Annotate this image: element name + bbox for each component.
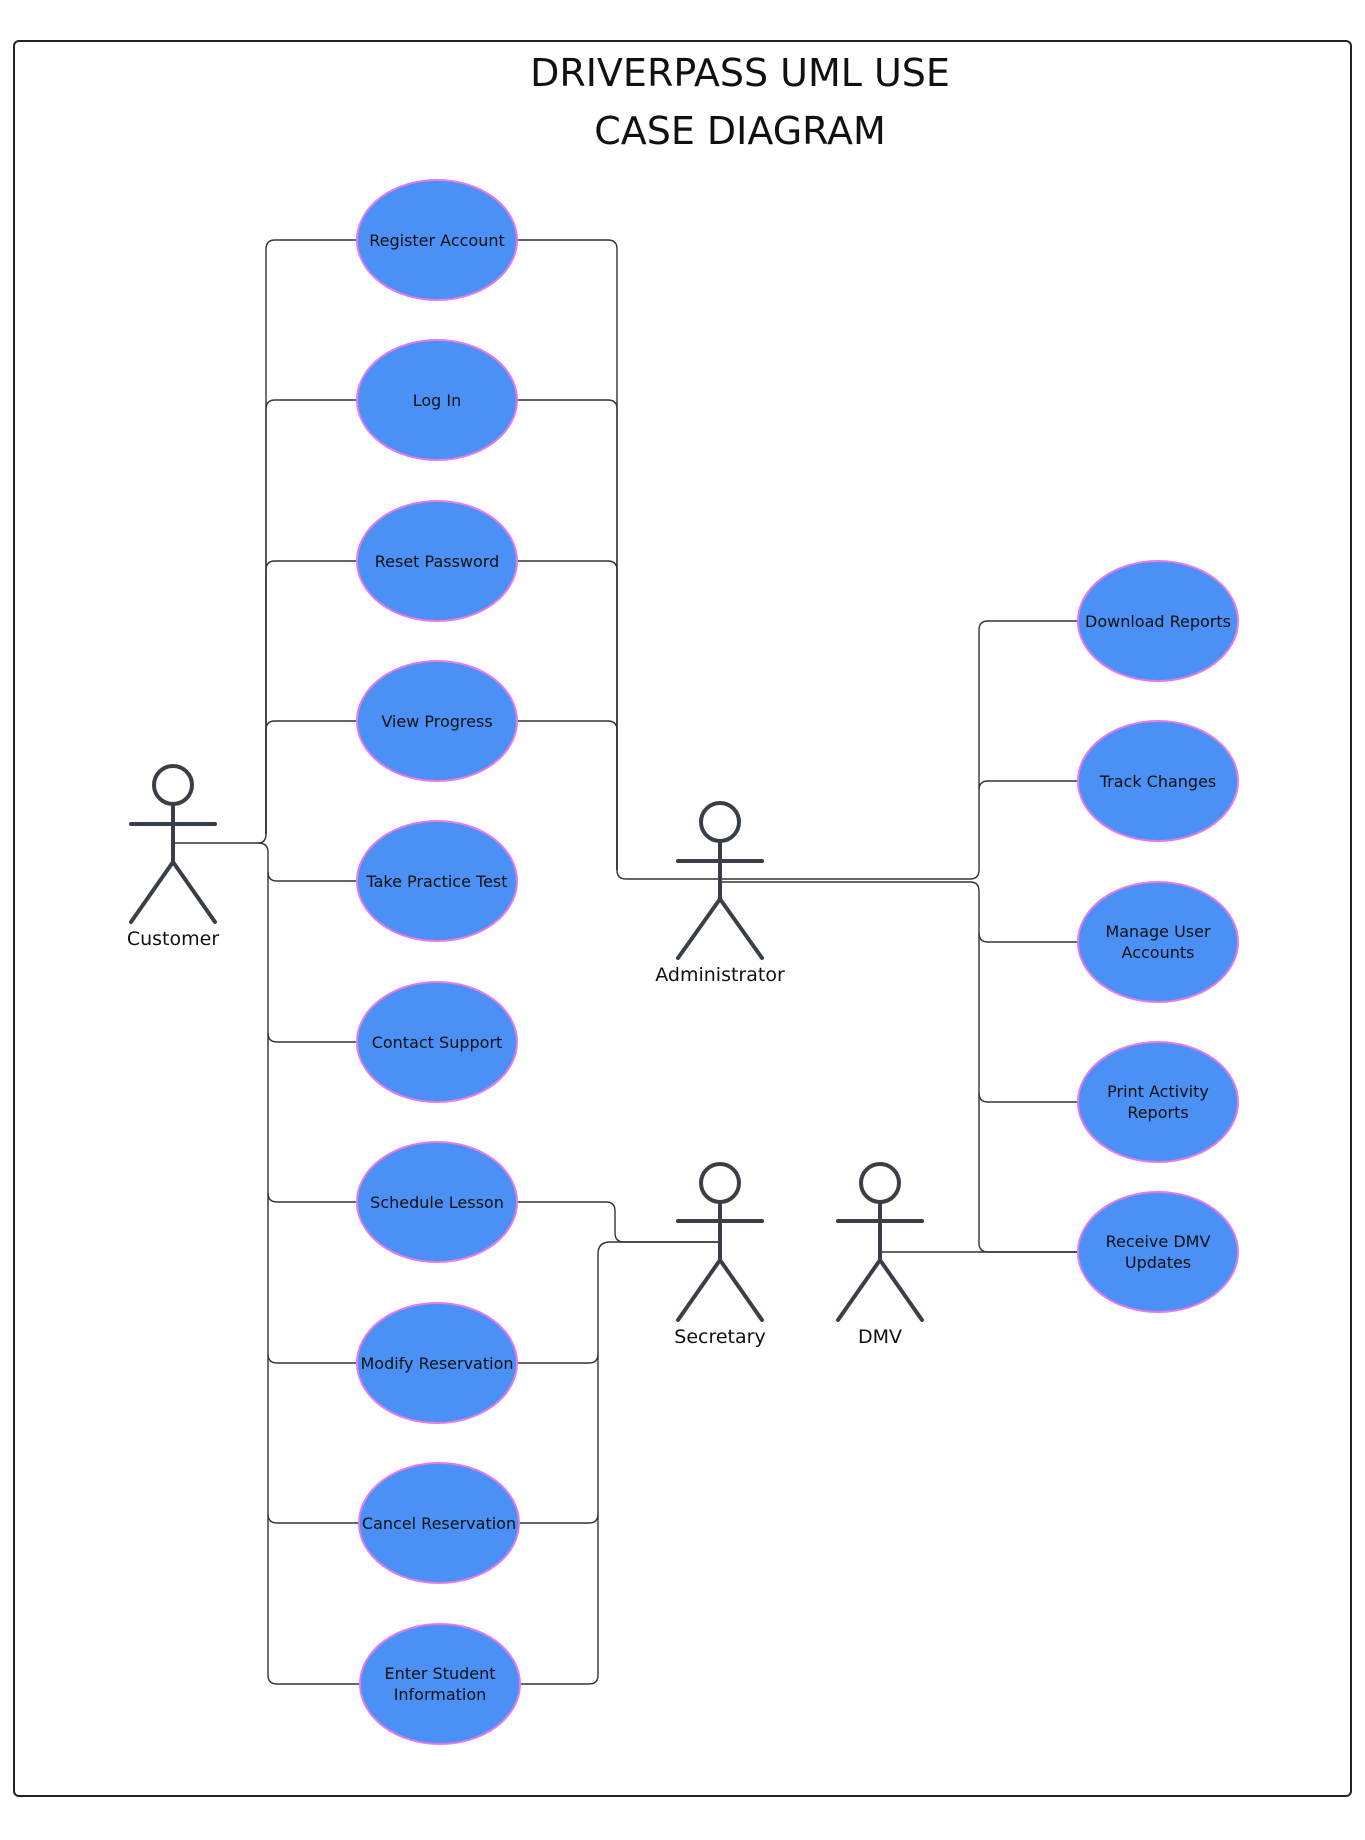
use-case-reset-password[interactable]	[356, 500, 518, 622]
admin-to-progress	[516, 720, 618, 870]
label-print-activity-reports-2: Reports	[1127, 1103, 1188, 1122]
label-receive-dmv-updates-2: Updates	[1125, 1253, 1191, 1272]
secretary-to-cancel	[518, 1354, 599, 1524]
label-print-activity-reports-1: Print Activity	[1107, 1082, 1209, 1101]
label-receive-dmv-updates-1: Receive DMV	[1106, 1232, 1211, 1251]
admin-to-print	[978, 933, 1078, 1103]
use-case-cancel-reservation[interactable]	[358, 1462, 520, 1584]
actor-secretary-label: Secretary	[674, 1326, 765, 1348]
actor-secretary-figure[interactable]	[676, 1162, 764, 1322]
admin-to-register	[516, 239, 720, 880]
admin-to-manage	[720, 881, 1078, 943]
label-cancel-reservation: Cancel Reservation	[362, 1514, 516, 1533]
use-cases	[356, 179, 1239, 1745]
actors	[129, 764, 924, 1322]
association-lines	[172, 239, 1078, 1685]
use-case-modify-reservation[interactable]	[356, 1302, 518, 1424]
label-manage-user-accounts-2: Accounts	[1122, 943, 1195, 962]
label-modify-reservation: Modify Reservation	[360, 1354, 513, 1373]
use-case-log-in[interactable]	[356, 339, 518, 461]
admin-to-login	[516, 399, 618, 870]
label-take-practice-test: Take Practice Test	[365, 872, 507, 891]
customer-to-reset	[265, 560, 358, 834]
secretary-to-modify	[516, 1241, 720, 1364]
customer-to-login	[265, 399, 358, 834]
use-case-print-activity-reports[interactable]	[1077, 1041, 1239, 1163]
label-manage-user-accounts-1: Manage User	[1105, 922, 1211, 941]
actor-dmv-figure[interactable]	[836, 1162, 924, 1322]
use-case-receive-dmv-updates[interactable]	[1077, 1191, 1239, 1313]
label-view-progress: View Progress	[381, 712, 492, 731]
actor-labels: Customer Administrator Secretary DMV	[127, 928, 902, 1348]
use-case-register-account[interactable]	[356, 179, 518, 301]
customer-to-progress	[265, 720, 358, 834]
customer-to-practice	[257, 842, 358, 882]
label-log-in: Log In	[413, 391, 462, 410]
label-register-account: Register Account	[369, 231, 505, 250]
customer-to-schedule	[267, 1033, 358, 1203]
use-case-schedule-lesson[interactable]	[356, 1141, 518, 1263]
admin-to-download	[720, 620, 1078, 880]
diagram-title: DRIVERPASS UML USE CASE DIAGRAM	[530, 51, 950, 153]
customer-to-register	[257, 239, 358, 844]
use-case-manage-user-accounts[interactable]	[1077, 881, 1239, 1003]
diagram-frame	[13, 40, 1352, 1797]
actor-dmv-label: DMV	[858, 1326, 902, 1348]
label-enter-student-information-2: Information	[394, 1685, 487, 1704]
use-case-take-practice-test[interactable]	[356, 820, 518, 942]
label-contact-support: Contact Support	[372, 1033, 503, 1052]
label-reset-password: Reset Password	[375, 552, 500, 571]
actor-administrator-figure[interactable]	[676, 801, 764, 960]
customer-to-support	[267, 872, 358, 1043]
customer-to-cancel	[267, 1354, 360, 1524]
actor-customer-figure[interactable]	[129, 764, 217, 924]
use-case-track-changes[interactable]	[1077, 720, 1239, 842]
label-track-changes: Track Changes	[1099, 772, 1217, 791]
actor-administrator-label: Administrator	[655, 964, 785, 986]
use-case-enter-student-information[interactable]	[359, 1623, 521, 1745]
use-case-view-progress[interactable]	[356, 660, 518, 782]
customer-to-modify	[267, 1193, 358, 1364]
admin-to-track	[978, 780, 1078, 791]
customer-to-enter-info	[267, 1514, 360, 1685]
admin-to-receive-dmv	[978, 1093, 1078, 1253]
use-case-labels: Register Account Log In Reset Password V…	[360, 231, 1231, 1704]
use-case-contact-support[interactable]	[356, 981, 518, 1103]
use-case-download-reports[interactable]	[1077, 560, 1239, 682]
actor-customer-label: Customer	[127, 928, 219, 950]
admin-to-reset	[516, 560, 618, 870]
label-schedule-lesson: Schedule Lesson	[370, 1193, 504, 1212]
label-enter-student-information-1: Enter Student	[384, 1664, 495, 1683]
label-download-reports: Download Reports	[1085, 612, 1231, 631]
secretary-to-enter-info	[520, 1514, 599, 1685]
